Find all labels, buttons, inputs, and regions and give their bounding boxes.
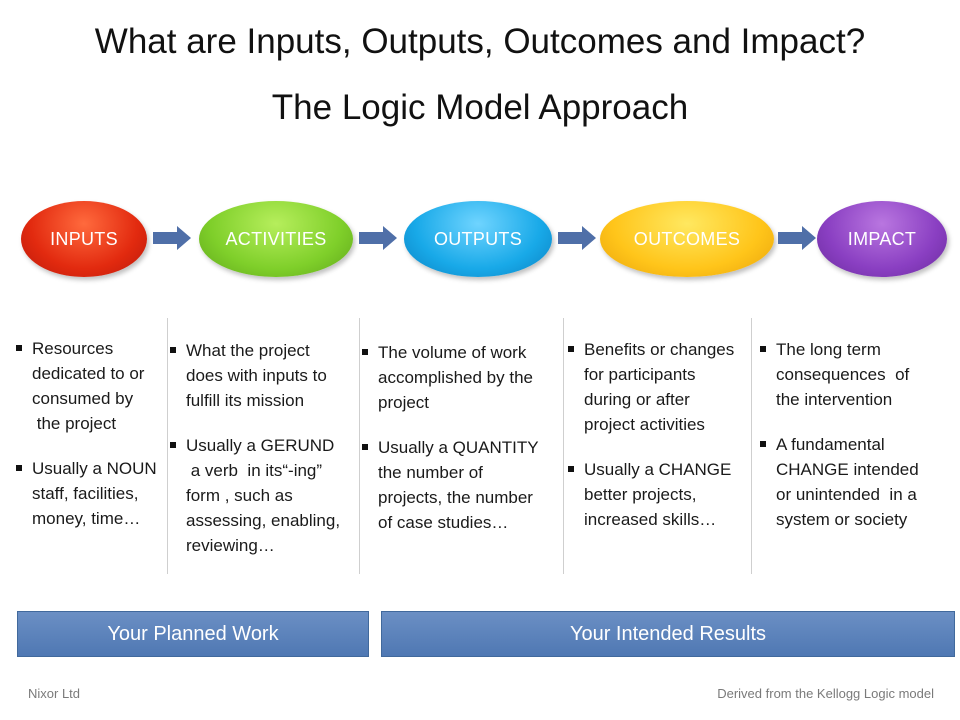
- bullet-line: or unintended in a: [776, 485, 917, 504]
- stage-outputs-label: OUTPUTS: [433, 228, 523, 249]
- bullet-square-icon: [362, 349, 368, 355]
- bullet-line: assessing, enabling,: [186, 511, 341, 530]
- bullet-item: Usually a QUANTITY the number of projects,…: [362, 435, 560, 535]
- bullet-line: Usually a NOUN: [32, 459, 157, 478]
- bullet-square-icon: [362, 444, 368, 450]
- bullet-line: consequences of: [776, 365, 910, 384]
- stage-activities: ACTIVITIES: [199, 201, 353, 277]
- column-inputs: Resources dedicated to or consumed by the …: [16, 336, 166, 531]
- stage-inputs-label: INPUTS: [50, 228, 118, 249]
- column-activities: What the project does with inputs to fulfi…: [170, 338, 356, 558]
- bullet-square-icon: [760, 441, 766, 447]
- column-outcomes: Benefits or changes for participants durin…: [568, 337, 752, 532]
- bullet-item: Resources dedicated to or consumed by the …: [16, 336, 166, 436]
- bullet-square-icon: [16, 345, 22, 351]
- arrow-right-icon: [153, 226, 191, 250]
- stage-outcomes: OUTCOMES: [600, 201, 774, 277]
- bullet-line: accomplished by the: [378, 368, 533, 387]
- stage-outputs: OUTPUTS: [404, 201, 552, 277]
- intended-results-label: Your Intended Results: [569, 622, 767, 645]
- bullet-line: The long term: [776, 340, 881, 359]
- column-divider: [359, 318, 360, 574]
- bullet-line: Benefits or changes: [584, 340, 735, 359]
- planned-work-label: Your Planned Work: [107, 622, 279, 645]
- bullet-line: a verb in its“-ing”: [186, 461, 323, 480]
- column-impact: The long term consequences of the interven…: [760, 337, 950, 532]
- bullet-item: Benefits or changes for participants durin…: [568, 337, 752, 437]
- bullet-item: Usually a CHANGE better projects, increase…: [568, 457, 752, 532]
- column-outputs: The volume of work accomplished by the pro…: [362, 340, 560, 535]
- bullet-line: during or after: [584, 390, 690, 409]
- footer-credit: Nixor Ltd: [28, 686, 81, 701]
- arrow-right-icon: [778, 226, 816, 250]
- planned-work-bar: Your Planned Work: [17, 611, 369, 657]
- bullet-line: A fundamental: [776, 435, 885, 454]
- bullet-line: form , such as: [186, 486, 293, 505]
- bullet-line: The volume of work: [378, 343, 527, 362]
- bullet-line: the intervention: [776, 390, 893, 409]
- stage-activities-label: ACTIVITIES: [225, 228, 327, 249]
- arrow-right-icon: [359, 226, 397, 250]
- bullet-line: system or society: [776, 510, 908, 529]
- stage-impact-label: IMPACT: [847, 228, 917, 249]
- bullet-item: What the project does with inputs to fulfi…: [170, 338, 356, 413]
- bullet-line: of case studies…: [378, 513, 509, 532]
- bullet-square-icon: [16, 465, 22, 471]
- bullet-line: better projects,: [584, 485, 697, 504]
- bullet-line: project activities: [584, 415, 705, 434]
- bullet-line: reviewing…: [186, 536, 275, 555]
- column-divider: [751, 318, 752, 574]
- bullet-line: staff, facilities,: [32, 484, 139, 503]
- bullet-line: projects, the number: [378, 488, 533, 507]
- bullet-line: Usually a QUANTITY: [378, 438, 539, 457]
- bullet-line: Resources: [32, 339, 114, 358]
- bullet-line: Usually a GERUND: [186, 436, 335, 455]
- bullet-line: increased skills…: [584, 510, 717, 529]
- bullet-line: for participants: [584, 365, 696, 384]
- bullet-line: dedicated to or: [32, 364, 145, 383]
- page-subtitle: The Logic Model Approach: [271, 88, 689, 127]
- bullet-item: Usually a NOUN staff, facilities, money, t…: [16, 456, 166, 531]
- bullet-item: Usually a GERUND a verb in its“-ing” form…: [170, 433, 356, 558]
- bullet-line: does with inputs to: [186, 366, 327, 385]
- bullet-line: What the project: [186, 341, 310, 360]
- stage-outcomes-label: OUTCOMES: [633, 228, 741, 249]
- bullet-line: consumed by: [32, 389, 134, 408]
- bullet-item: The long term consequences of the interven…: [760, 337, 950, 412]
- bullet-line: the number of: [378, 463, 483, 482]
- bullet-line: CHANGE intended: [776, 460, 919, 479]
- bullet-item: The volume of work accomplished by the pro…: [362, 340, 560, 415]
- bullet-square-icon: [760, 346, 766, 352]
- arrow-right-icon: [558, 226, 596, 250]
- bullet-square-icon: [568, 466, 574, 472]
- intended-results-bar: Your Intended Results: [381, 611, 955, 657]
- stage-impact: IMPACT: [817, 201, 947, 277]
- bullet-line: the project: [32, 414, 117, 433]
- page-title: What are Inputs, Outputs, Outcomes and I…: [94, 22, 866, 61]
- column-divider: [167, 318, 168, 574]
- bullet-line: Usually a CHANGE: [584, 460, 732, 479]
- bullet-line: project: [378, 393, 430, 412]
- bullet-square-icon: [170, 442, 176, 448]
- bullet-square-icon: [568, 346, 574, 352]
- column-divider: [563, 318, 564, 574]
- bullet-square-icon: [170, 347, 176, 353]
- bullet-line: fulfill its mission: [186, 391, 305, 410]
- footer-source: Derived from the Kellogg Logic model: [717, 686, 934, 701]
- bullet-line: money, time…: [32, 509, 141, 528]
- stage-inputs: INPUTS: [21, 201, 147, 277]
